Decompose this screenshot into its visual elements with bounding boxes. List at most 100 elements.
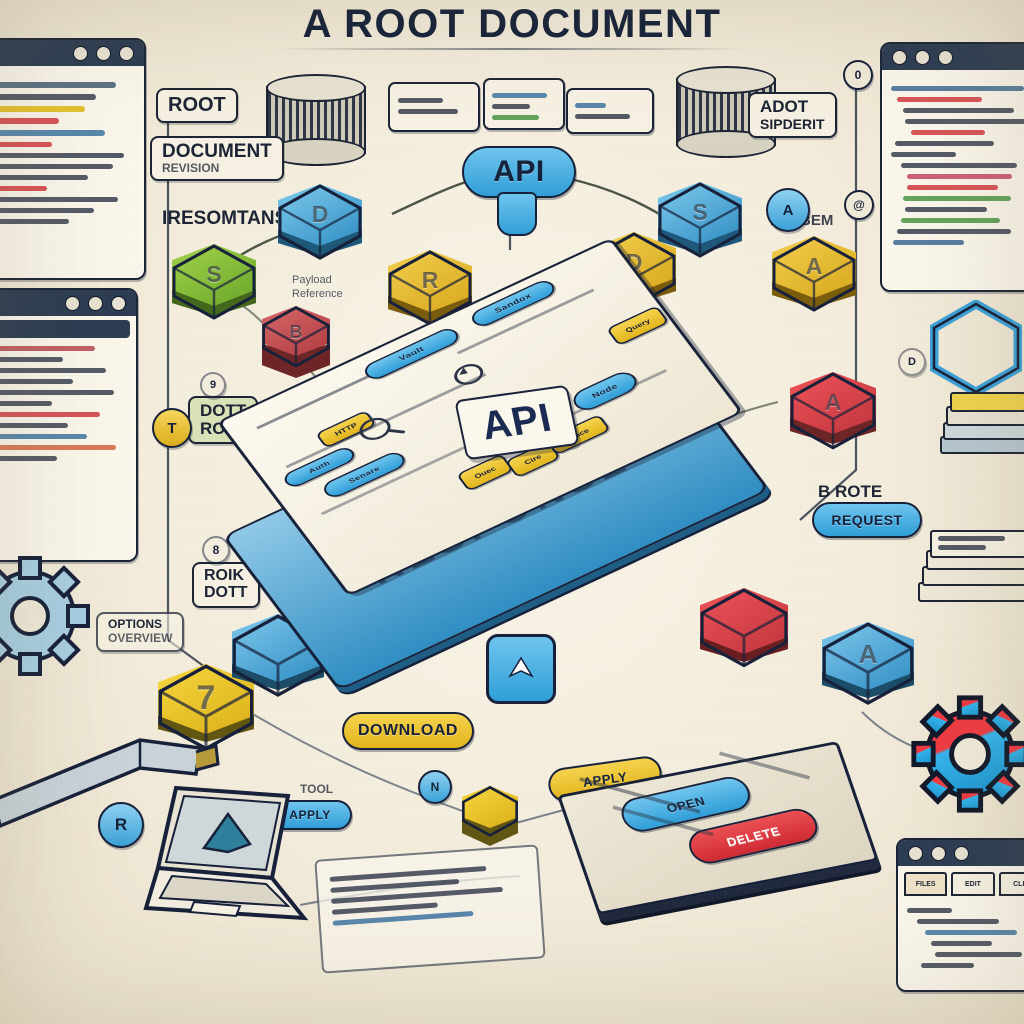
window-titlebar[interactable] [0,40,144,66]
window-dot-icon[interactable] [938,49,953,65]
callout-document-sub: REVISION [162,160,220,175]
tab-cld[interactable]: CLD [998,872,1024,896]
window-dot-icon[interactable] [119,45,134,61]
card-line [398,109,459,114]
address-bar[interactable] [0,320,130,338]
node-hex-green[interactable]: S [172,244,256,328]
central-api-document[interactable]: RESPONSE Vault Sandox HTTP Auth Senare Q… [216,237,822,692]
badge-a[interactable]: A [766,188,810,232]
window-dot-icon[interactable] [908,845,923,861]
hex-glyph: B [289,321,303,342]
window-dot-icon[interactable] [931,845,946,861]
badge-0[interactable]: 0 [843,60,873,90]
book-binder[interactable]: OPEN DELETE [557,740,879,935]
content-line [0,379,74,384]
callout-options-title: OPTIONS [108,617,163,631]
tab-files[interactable]: FILES [904,872,948,896]
top-card-3[interactable] [566,88,654,134]
tab-edit[interactable]: EDIT [951,872,995,896]
callout-integrations: IRESOMTANS [162,208,288,229]
paper-stack-right [918,528,1024,628]
window-dot-icon[interactable] [892,49,907,65]
callout-options-sub: OVERVIEW [108,630,173,645]
code-line [905,119,1024,124]
callout-payload-line2: Reference [292,287,343,300]
badge-t[interactable]: T [152,408,192,448]
window-titlebar[interactable] [882,44,1024,70]
code-line [891,86,1024,91]
core-pill-node[interactable]: Node [568,368,642,415]
window-mid-left[interactable] [0,288,138,562]
node-hex-blue-2[interactable]: S [658,182,742,266]
core-pill-query[interactable]: Query [605,305,670,347]
cylinder-cap [266,74,366,102]
window-content [0,66,144,240]
request-button[interactable]: REQUEST [812,502,922,538]
window-dot-icon[interactable] [954,845,969,861]
hex-glyph: 7 [196,678,216,717]
callout-root-endpoint-title: ADOT [760,97,809,116]
window-dot-icon[interactable] [88,295,103,311]
callout-payload-line1: Payload [292,274,332,286]
top-card-1[interactable] [388,82,480,132]
card-line [492,104,531,109]
window-dot-icon[interactable] [111,295,126,311]
badge-9: 9 [200,372,226,398]
content-line [0,401,52,406]
hex-outline [822,622,914,705]
core-pill-ouec[interactable]: Ouec [455,453,515,492]
content-line [0,94,97,100]
node-hex-yellow-5[interactable] [462,786,518,846]
code-line [907,185,998,190]
book-cover: OPEN DELETE [557,740,879,916]
content-line [0,423,69,428]
core-pill-sandox[interactable]: Sandox [467,277,559,330]
window-titlebar[interactable] [0,290,136,316]
node-upload[interactable] [486,634,556,704]
top-card-2[interactable] [483,78,565,130]
window-titlebar[interactable] [898,840,1024,866]
badge-d: D [898,348,926,376]
content-line [935,952,1023,957]
content-line [921,963,974,968]
laptop-icon [143,785,309,921]
window-top-left[interactable] [0,38,146,280]
laptop[interactable] [132,782,314,942]
gear-right-icon [911,695,1024,813]
window-dot-icon[interactable] [915,49,930,65]
node-api-top[interactable]: API [462,146,576,198]
window-dot-icon[interactable] [65,295,80,311]
download-button[interactable]: DOWNLOAD [342,712,474,750]
window-dot-icon[interactable] [73,45,88,61]
hex-glyph: S [692,198,708,225]
window-bottom-right[interactable]: FILES EDIT CLD [896,838,1024,992]
content-line [0,164,113,169]
pipe-connector [0,738,220,828]
content-line [0,197,119,202]
book-line [719,751,811,780]
content-line [0,346,95,351]
hex-glyph: S [206,260,222,287]
badge-n[interactable]: N [418,770,452,804]
node-hex-red-2[interactable]: A [790,372,876,458]
node-hex-blue-4[interactable]: A [822,622,914,714]
content-line [0,186,47,191]
node-hex-blue-1[interactable]: D [278,184,362,268]
hex-glyph: A [805,252,823,279]
content-line [0,368,106,373]
content-line [0,434,87,439]
window-tabstrip[interactable]: FILES EDIT CLD [898,866,1024,896]
node-hex-red-1[interactable]: B [262,306,330,378]
callout-root-endpoint-sub: SIPDERIT [760,115,825,132]
hex-outline [462,786,518,837]
badge-at[interactable]: @ [844,190,874,220]
cylinder-cap [676,66,776,94]
badge-r[interactable]: R [98,802,144,848]
window-dot-icon[interactable] [96,45,111,61]
node-hex-yellow-3[interactable]: A [772,236,856,320]
node-hex-yellow-1[interactable]: R [388,250,472,334]
callout-root: ROOT [156,88,238,123]
window-top-right[interactable] [880,42,1024,292]
code-line [891,152,957,157]
node-hex-red-3[interactable] [700,588,788,676]
